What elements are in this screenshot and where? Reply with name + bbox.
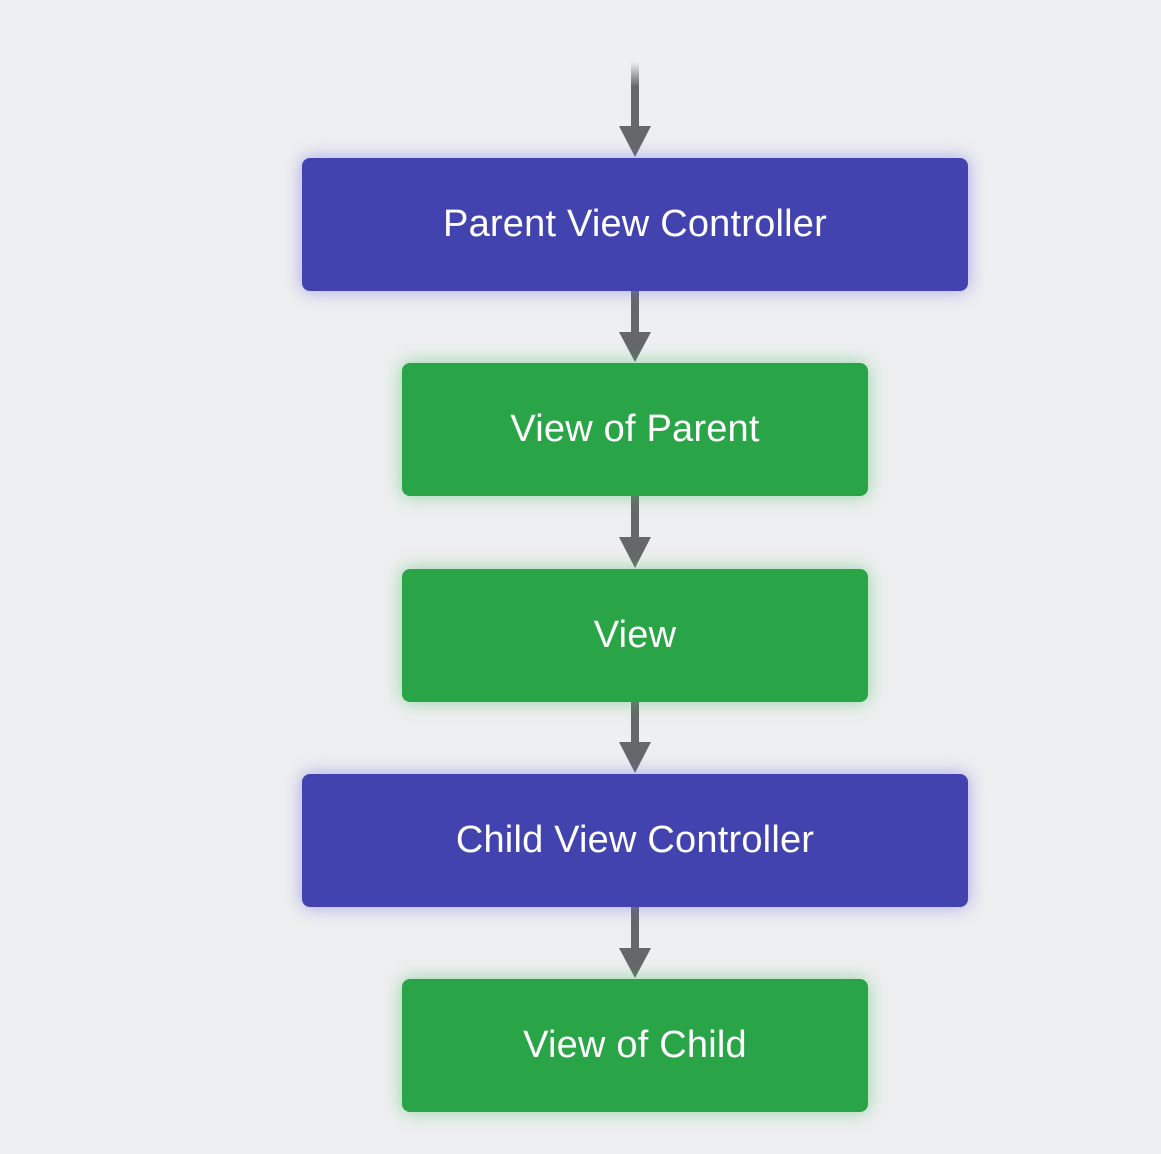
node-label: Child View Controller <box>455 819 815 861</box>
arrow-parent-controller-to-view-of-parent <box>619 291 651 362</box>
node-view: View <box>402 569 868 702</box>
node-parent-view-controller: Parent View Controller <box>302 158 968 291</box>
arrow-child-controller-to-view-of-child <box>619 907 651 978</box>
node-label: Parent View Controller <box>443 203 827 245</box>
node-child-view-controller: Child View Controller <box>302 774 968 907</box>
node-view-of-parent: View of Parent <box>402 363 868 496</box>
arrow-view-of-parent-to-view <box>619 496 651 568</box>
arrow-view-to-child-controller <box>619 702 651 773</box>
incoming-arrow <box>619 62 651 157</box>
node-view-of-child: View of Child <box>402 979 868 1112</box>
node-label: View of Child <box>523 1024 747 1066</box>
node-label: View <box>593 614 677 656</box>
node-label: View of Parent <box>510 408 760 450</box>
